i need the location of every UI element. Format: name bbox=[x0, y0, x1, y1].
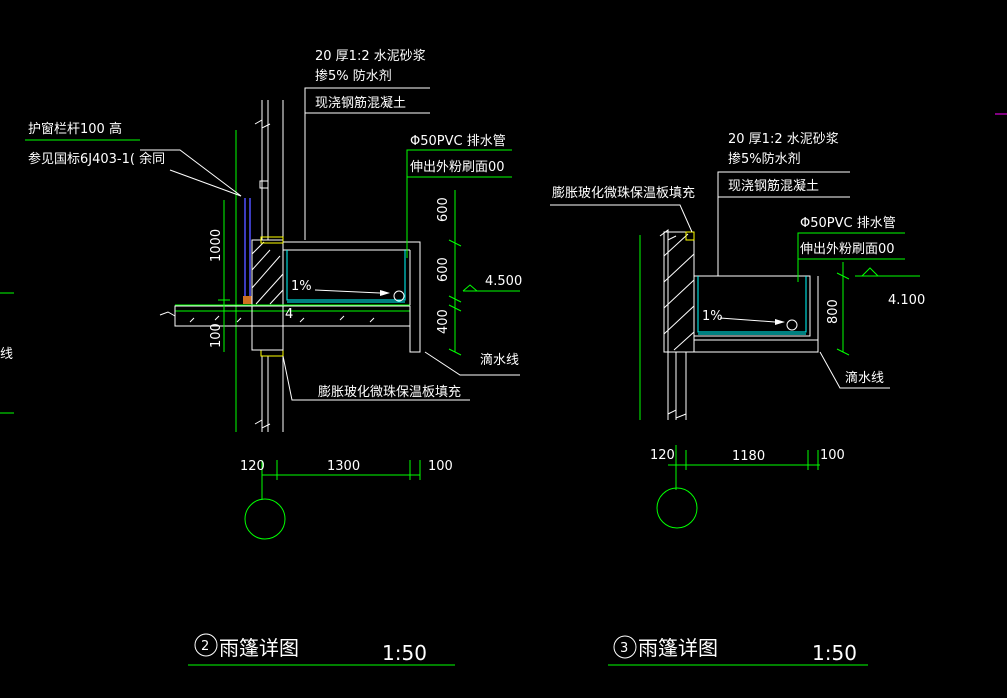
d2-dim-600-mid: 600 bbox=[436, 257, 451, 282]
d2-title-number: 2 bbox=[201, 639, 209, 654]
d2-dim-400: 400 bbox=[436, 309, 451, 334]
d3-insulation: 膨胀玻化微珠保温板填充 bbox=[552, 185, 695, 201]
d3-title: 雨篷详图 bbox=[638, 636, 718, 660]
d3-dim-1180: 1180 bbox=[732, 449, 765, 464]
d3-dim-120: 120 bbox=[650, 448, 675, 463]
d2-dim-1300: 1300 bbox=[327, 459, 360, 474]
d3-slope: 1% bbox=[702, 309, 723, 324]
d2-dim-600-top: 600 bbox=[436, 197, 451, 222]
d3-title-number: 3 bbox=[620, 641, 628, 656]
d2-pipe-line2: 伸出外粉刷面00 bbox=[410, 160, 505, 175]
d3-pipe-line2: 伸出外粉刷面00 bbox=[800, 242, 895, 257]
d3-dim-800: 800 bbox=[826, 299, 841, 324]
d2-drip-line: 滴水线 bbox=[480, 352, 519, 368]
d3-mortar-line1: 20 厚1:2 水泥砂浆 bbox=[728, 132, 839, 147]
detail-3: 1% 800 4.100 120 1180 100 20 厚1:2 水泥砂浆 掺… bbox=[550, 132, 925, 666]
d3-pipe-line1: Φ50PVC 排水管 bbox=[800, 216, 896, 231]
d2-slope: 1% bbox=[291, 279, 312, 294]
d2-railing-line1: 护窗栏杆100 高 bbox=[28, 121, 122, 137]
d2-dim-1000: 1000 bbox=[209, 229, 224, 262]
d2-dim-100: 100 bbox=[428, 459, 453, 474]
d3-scale: 1:50 bbox=[812, 641, 857, 665]
detail-2: 4 1% 600 600 400 bbox=[25, 49, 522, 666]
d3-elevation: 4.100 bbox=[888, 293, 925, 308]
d2-dim-120: 120 bbox=[240, 459, 265, 474]
d2-elevation: 4.500 bbox=[485, 274, 522, 289]
d2-mortar-line1: 20 厚1:2 水泥砂浆 bbox=[315, 49, 426, 64]
d3-dim-100: 100 bbox=[820, 448, 845, 463]
left-edge-fragment: 线 bbox=[0, 113, 1007, 414]
d3-concrete: 现浇钢筋混凝土 bbox=[728, 178, 819, 194]
d3-drip-line: 滴水线 bbox=[845, 370, 884, 386]
svg-text:4: 4 bbox=[285, 307, 293, 322]
d2-insulation: 膨胀玻化微珠保温板填充 bbox=[318, 384, 461, 400]
d2-scale: 1:50 bbox=[382, 641, 427, 665]
left-fragment-text: 线 bbox=[0, 347, 13, 362]
d2-mortar-line2: 掺5% 防水剂 bbox=[315, 68, 392, 84]
d3-mortar-line2: 掺5%防水剂 bbox=[728, 151, 801, 167]
d2-pipe-line1: Φ50PVC 排水管 bbox=[410, 134, 506, 149]
d2-title: 雨篷详图 bbox=[219, 636, 299, 660]
d2-dim-100-left: 100 bbox=[209, 323, 224, 348]
d2-concrete: 现浇钢筋混凝土 bbox=[315, 95, 406, 111]
d2-railing-line2: 参见国标6J403-1( 余同 bbox=[28, 151, 165, 167]
